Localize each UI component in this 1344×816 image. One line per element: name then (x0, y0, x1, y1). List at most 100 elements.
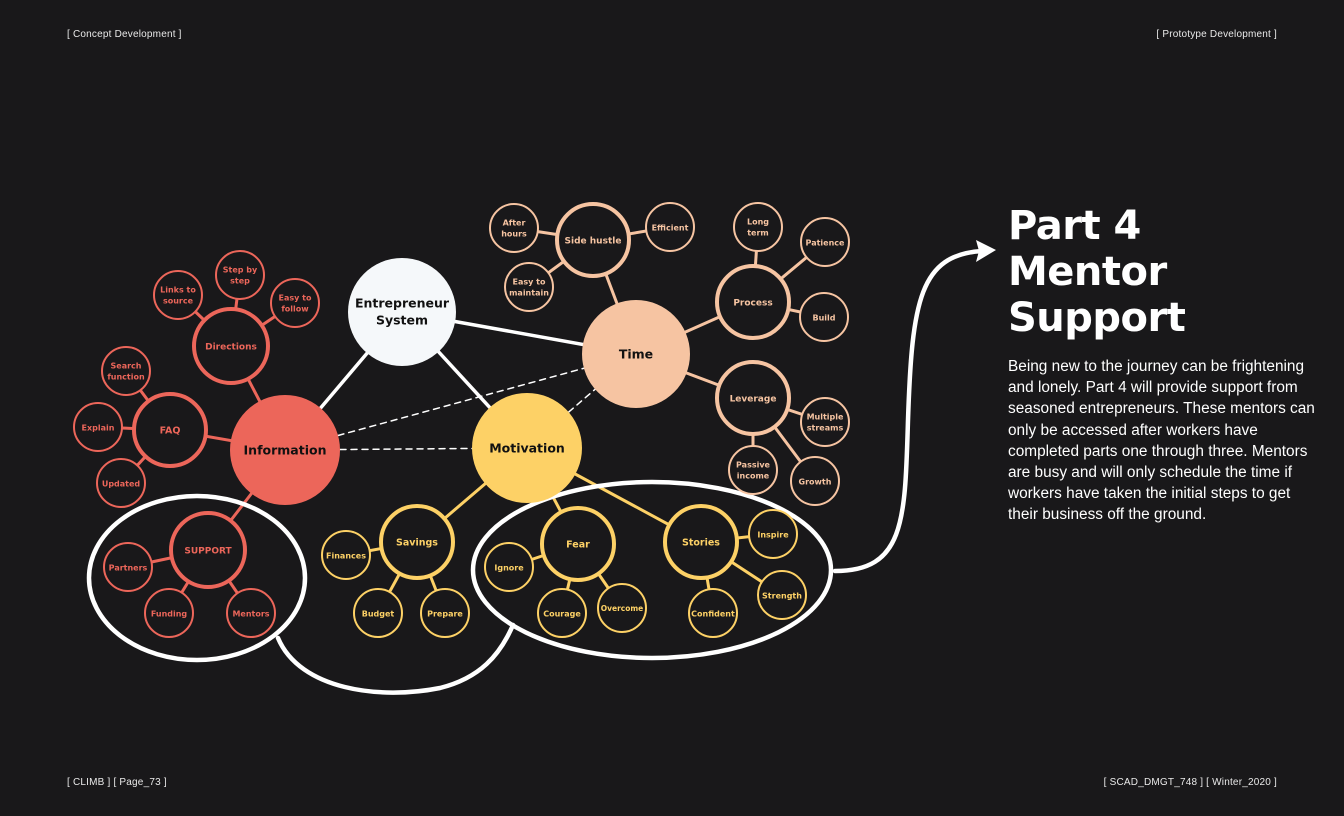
label-fear: Fear (566, 540, 590, 551)
label-inspire: Inspire (757, 531, 789, 540)
node-patience (800, 217, 850, 267)
node-support (169, 511, 247, 589)
node-partners (103, 542, 153, 592)
label-support: SUPPORT (184, 547, 232, 557)
node-process (715, 264, 791, 340)
node-label-line: Passive (736, 461, 771, 470)
diagram-element (348, 258, 456, 366)
label-prepare: Prepare (427, 610, 463, 619)
connector-dashed-information-time (284, 353, 637, 451)
diagram-element: Directions FAQ SUPPORT Links to source S… (82, 266, 312, 619)
arrow-to-part4 (832, 248, 985, 574)
node-label-line: income (737, 472, 770, 481)
label-budget: Budget (362, 610, 395, 619)
node-easy-to-maintain (504, 262, 554, 312)
hub-entrepreneur-system: Entrepreneur System (348, 258, 456, 366)
label-ignore: Ignore (494, 564, 524, 573)
label-overcome: Overcome (601, 604, 644, 613)
node-passive-income (728, 445, 778, 495)
label-updated: Updated (102, 480, 141, 489)
node-faq (132, 392, 208, 468)
node-label-line: step (230, 277, 250, 286)
node-label-line: streams (807, 424, 844, 433)
arrow-head-icon (976, 240, 996, 262)
node-label-line: Search (111, 362, 142, 371)
node-search-function (101, 346, 151, 396)
highlight-connector-curve (275, 622, 516, 695)
node-label-line: hours (501, 230, 527, 239)
node-links-to-source (153, 270, 203, 320)
highlight-group (86, 248, 985, 695)
node-mentors (226, 588, 276, 638)
node-label-line: maintain (509, 289, 549, 298)
highlight-ellipse-fear-stories (470, 479, 834, 661)
node-directions (192, 307, 270, 385)
node-updated (96, 458, 146, 508)
footer-project-page: [ CLIMB ] [ Page_73 ] (67, 777, 167, 788)
diagram-element (582, 300, 690, 408)
node-savings (379, 504, 455, 580)
label-patience: Patience (806, 239, 845, 248)
highlight-ellipse-support (86, 493, 308, 663)
node-finances (321, 530, 371, 580)
node-ignore (484, 542, 534, 592)
node-prepare (420, 588, 470, 638)
node-label-line: term (747, 229, 769, 238)
node-multiple-streams (800, 397, 850, 447)
label-confident: Confident (691, 610, 735, 619)
label-directions: Directions (205, 343, 257, 353)
node-leverage (715, 360, 791, 436)
footer-course-term: [ SCAD_DMGT_748 ] [ Winter_2020 ] (1103, 777, 1277, 788)
node-label-line: Links to (160, 286, 196, 295)
label-efficient: Efficient (652, 224, 689, 233)
label-explain: Explain (82, 424, 115, 433)
hub-information: Information (230, 395, 340, 505)
node-long-term (733, 202, 783, 252)
node-label-line: function (107, 373, 145, 382)
header-section-label: [ Concept Development ] (67, 29, 182, 40)
diagram-element (472, 393, 582, 503)
header-next-section-label: [ Prototype Development ] (1156, 29, 1277, 40)
node-label-line: Easy to (279, 294, 312, 303)
label-partners: Partners (109, 564, 148, 573)
label-savings: Savings (396, 538, 438, 549)
node-growth (790, 456, 840, 506)
label-growth: Growth (799, 478, 832, 487)
label-finances: Finances (326, 552, 366, 561)
label-stories: Stories (682, 538, 720, 549)
node-label-line: follow (281, 305, 309, 314)
diagram-element (321, 504, 807, 638)
diagram-element (230, 395, 340, 505)
label-build: Build (812, 314, 835, 323)
diagram-element: Savings Fear Stories Finances Budget Pre… (326, 531, 802, 619)
node-side-hustle (555, 202, 631, 278)
label-leverage: Leverage (730, 395, 777, 405)
hub-motivation-label: Motivation (489, 441, 565, 456)
node-overcome (597, 583, 647, 633)
label-mentors: Mentors (232, 610, 269, 619)
node-easy-to-follow (270, 278, 320, 328)
label-strength: Strength (762, 592, 802, 601)
section-title: Part 4 Mentor Support (1008, 203, 1186, 341)
node-label-line: Long (747, 218, 769, 227)
hub-information-label: Information (244, 443, 327, 458)
label-side-hustle: Side hustle (565, 237, 622, 247)
node-label-line: Multiple (807, 413, 844, 422)
hub-motivation: Motivation (472, 393, 582, 503)
hub-time: Time (582, 300, 690, 408)
node-courage (537, 588, 587, 638)
node-label-line: After (503, 219, 526, 228)
node-stories (663, 504, 739, 580)
diagram-element (73, 250, 320, 638)
label-courage: Courage (543, 610, 581, 619)
diagram-element (489, 202, 850, 506)
node-budget (353, 588, 403, 638)
label-process: Process (733, 299, 772, 309)
section-body: Being new to the journey can be frighten… (1008, 358, 1315, 524)
node-build (799, 292, 849, 342)
node-inspire (748, 509, 798, 559)
hub-time-label: Time (619, 347, 653, 362)
hub-entrepreneur-line2: System (376, 313, 428, 328)
label-funding: Funding (151, 610, 188, 619)
